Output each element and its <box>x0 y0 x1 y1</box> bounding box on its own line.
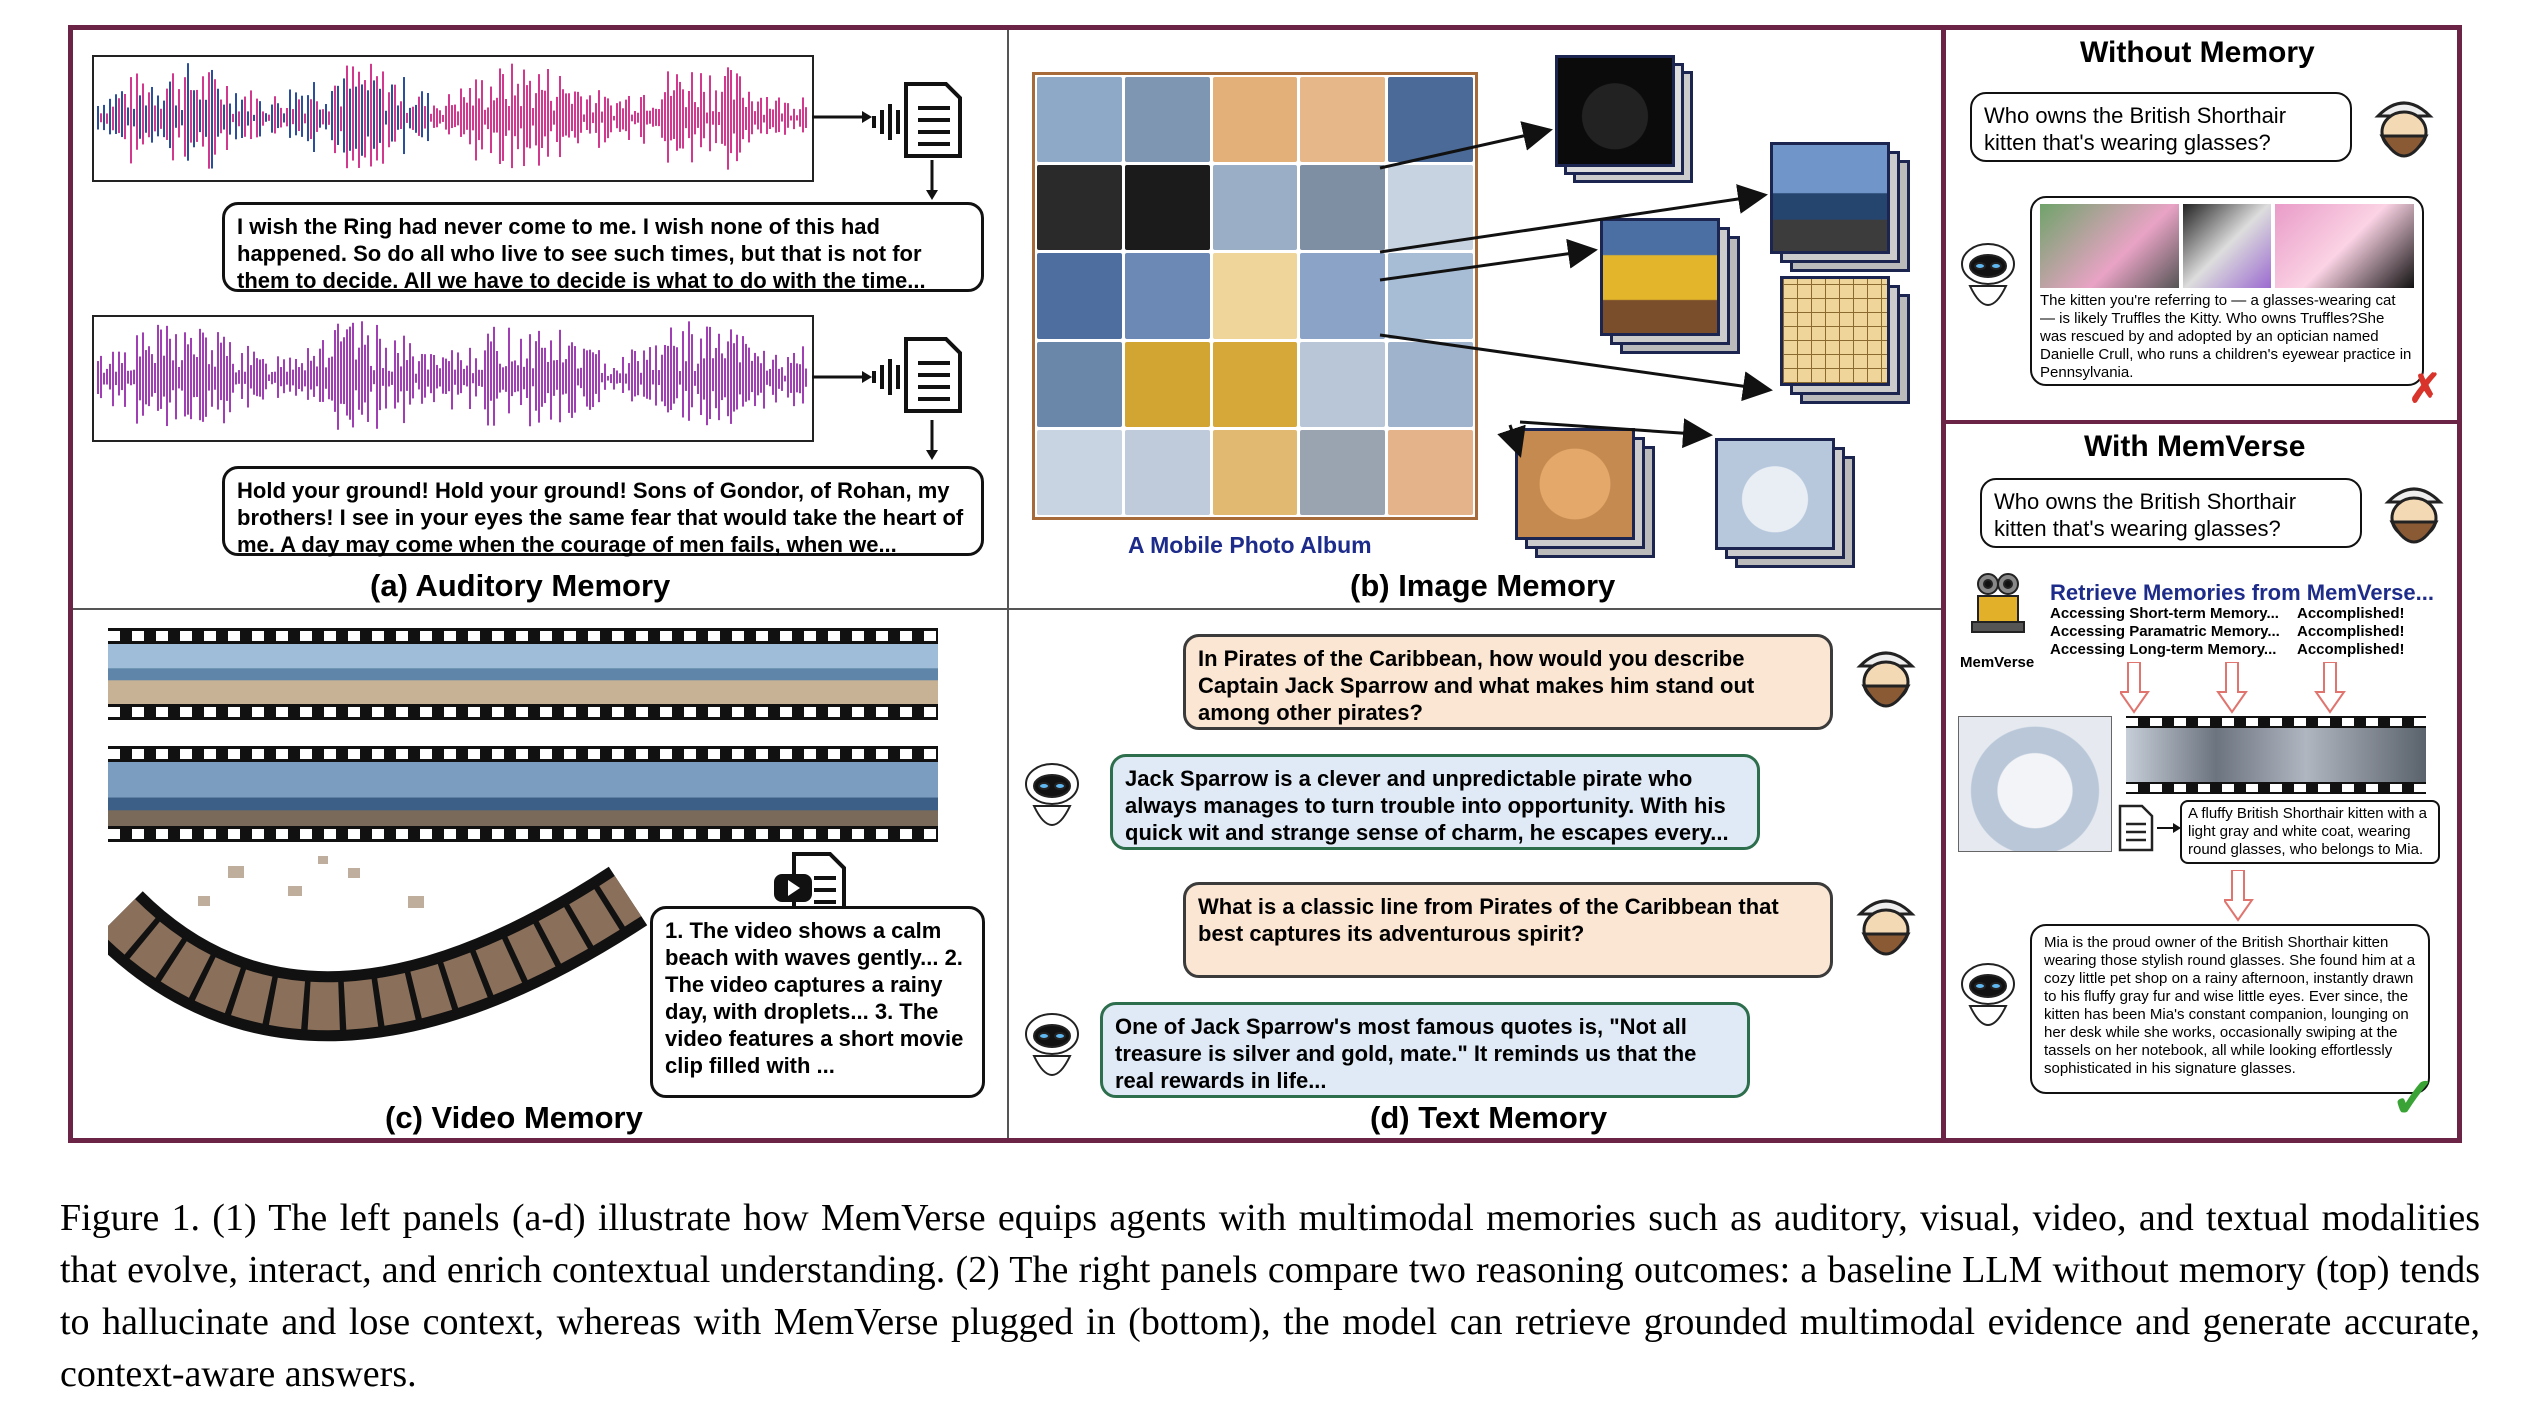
auditory-transcript-1: I wish the Ring had never come to me. I … <box>222 202 984 293</box>
without-memory-title: Without Memory <box>2080 36 2315 69</box>
auditory-transcript-2: Hold your ground! Hold your ground! Sons… <box>222 466 984 557</box>
user-avatar-icon <box>2364 86 2444 175</box>
album-photo <box>1037 429 1122 515</box>
robot-agent-icon <box>1022 760 1082 845</box>
document-audio-icon <box>870 80 966 165</box>
album-photo <box>1124 253 1210 339</box>
album-caption: A Mobile Photo Album <box>1128 532 1372 558</box>
robot-agent-icon <box>1022 1010 1082 1095</box>
text-question-2: What is a classic line from Pirates of t… <box>1183 882 1833 978</box>
panel-label-text: (d) Text Memory <box>1370 1100 1608 1135</box>
album-photo <box>1212 165 1298 251</box>
album-photo <box>1300 429 1386 515</box>
album-photo <box>1124 165 1210 251</box>
retrieve-title: Retrieve Memories from MemVerse... <box>2050 580 2434 605</box>
document-video-icon <box>770 850 850 925</box>
walle-robot-icon <box>1968 572 2028 639</box>
document-audio-icon <box>870 335 966 420</box>
figure-caption: Figure 1. (1) The left panels (a-d) illu… <box>60 1197 2480 1395</box>
access-short-term-label: Accessing Short-term Memory... <box>2050 605 2279 622</box>
robot-agent-icon <box>1958 960 2018 1045</box>
waveform-1 <box>92 55 814 182</box>
retrieved-cat-photo <box>1958 716 2112 852</box>
user-avatar-icon <box>1846 636 1926 725</box>
divider-right-panel <box>1941 25 1946 1143</box>
album-photo <box>1212 253 1298 339</box>
video-summary: 1. The video shows a calm beach with wav… <box>650 906 985 1098</box>
album-photo <box>1124 77 1210 163</box>
film-strip-rainy <box>108 746 938 842</box>
text-answer-1: Jack Sparrow is a clever and unpredictab… <box>1110 754 1760 850</box>
figure-frame <box>68 25 2462 1143</box>
divider-right-horizontal <box>1946 420 2462 424</box>
without-answer-bubble: The kitten you're referring to — a glass… <box>2030 196 2424 386</box>
user-avatar-icon <box>1846 884 1926 973</box>
robot-agent-icon <box>1958 240 2018 325</box>
memverse-agent-label: MemVerse <box>1960 654 2035 671</box>
film-reel-collage <box>108 856 648 1042</box>
cross-icon: ✗ <box>2408 367 2442 411</box>
album-photo <box>1212 341 1298 427</box>
album-photo <box>1388 77 1473 163</box>
arrow-wave2-doc <box>812 371 872 383</box>
document-icon <box>2116 804 2156 857</box>
access-long-term-label: Accessing Long-term Memory... <box>2050 641 2277 658</box>
album-photo <box>1388 429 1473 515</box>
retrieve-arrows <box>2120 662 2346 714</box>
divider-left-vertical <box>1007 30 1009 1138</box>
album-photo <box>1388 341 1473 427</box>
access-long-term-status: Accomplished! <box>2297 641 2405 658</box>
access-parametric-label: Accessing Paramatric Memory... <box>2050 623 2280 640</box>
arrow-doc1-down <box>926 160 938 200</box>
album-photo <box>1037 253 1122 339</box>
album-photo <box>1300 253 1386 339</box>
check-icon: ✓ <box>2390 1066 2437 1129</box>
retrieved-video-strip <box>2126 716 2426 794</box>
panel-label-image: (b) Image Memory <box>1350 568 1616 603</box>
without-answer-text: The kitten you're referring to — a glass… <box>2040 292 2412 381</box>
waveform-2 <box>92 315 814 442</box>
arrow-doc-retrieved <box>2157 823 2181 833</box>
with-question: Who owns the British Shorthair kitten th… <box>1980 478 2362 548</box>
text-question-1: In Pirates of the Caribbean, how would y… <box>1183 634 1833 730</box>
arrow-to-answer <box>2224 870 2254 922</box>
album-photo <box>1037 77 1122 163</box>
waveform-1-svg <box>97 63 807 170</box>
with-answer: Mia is the proud owner of the British Sh… <box>2030 924 2430 1094</box>
album-photo <box>1124 429 1210 515</box>
album-photo <box>1124 341 1210 427</box>
retrieved-text: A fluffy British Shorthair kitten with a… <box>2180 800 2440 864</box>
waveform-2-svg <box>97 321 807 430</box>
album-photo <box>1212 77 1298 163</box>
album-photo <box>1212 429 1298 515</box>
with-memverse-title: With MemVerse <box>2084 430 2306 463</box>
album-photo <box>1037 165 1122 251</box>
access-short-term-status: Accomplished! <box>2297 605 2405 622</box>
album-photo <box>1388 165 1473 251</box>
panel-label-video: (c) Video Memory <box>385 1100 643 1135</box>
text-answer-2: One of Jack Sparrow's most famous quotes… <box>1100 1002 1750 1098</box>
without-answer-images <box>2040 204 2414 288</box>
film-strip-beach <box>108 628 938 720</box>
album-arrows <box>1379 121 1773 458</box>
without-question: Who owns the British Shorthair kitten th… <box>1970 92 2352 162</box>
access-parametric-status: Accomplished! <box>2297 623 2405 640</box>
album-photo <box>1300 341 1386 427</box>
album-photo <box>1300 77 1386 163</box>
panel-label-auditory: (a) Auditory Memory <box>370 568 671 603</box>
arrow-doc2-down <box>926 420 938 460</box>
album-photo <box>1300 165 1386 251</box>
user-avatar-icon <box>2374 472 2454 561</box>
album-photo <box>1037 341 1122 427</box>
arrow-wave1-doc <box>812 111 872 123</box>
